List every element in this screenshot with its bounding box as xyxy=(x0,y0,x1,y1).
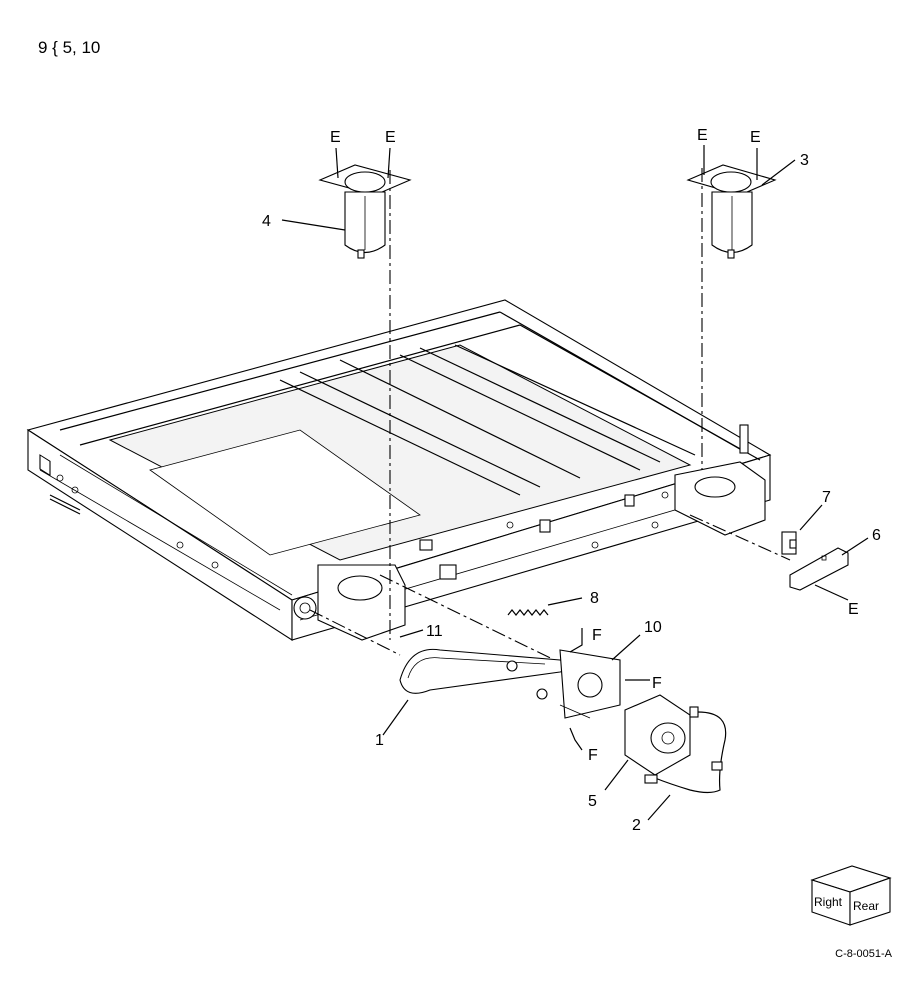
support-part-4 xyxy=(318,164,412,259)
callout-5: 5 xyxy=(588,793,597,810)
ref-e-3: E xyxy=(697,127,708,144)
orientation-cube: Right Rear xyxy=(810,865,892,926)
alignment-line-motor xyxy=(379,574,576,671)
screw xyxy=(536,688,548,700)
ref-e-2: E xyxy=(385,129,396,146)
alignment-line-sensor xyxy=(689,514,791,561)
motor-bracket-part-10 xyxy=(559,649,621,719)
spring-part-8 xyxy=(507,609,549,616)
alignment-line-belt xyxy=(309,609,401,656)
callout-3: 3 xyxy=(800,152,809,169)
cube-label-right: Right xyxy=(814,895,843,909)
right-drive-bracket xyxy=(674,424,766,536)
callout-11: 11 xyxy=(426,623,443,640)
callout-6: 6 xyxy=(872,527,881,544)
cube-label-rear: Rear xyxy=(853,899,879,913)
motor-part-5 xyxy=(624,694,691,776)
callout-1: 1 xyxy=(375,732,384,749)
callout-7: 7 xyxy=(822,489,831,506)
ref-e-4: E xyxy=(750,129,761,146)
plate-part-6 xyxy=(789,547,849,591)
header-text: 9 { 5, 10 xyxy=(38,38,101,57)
frame-assembly xyxy=(26,299,772,642)
left-drive-bracket xyxy=(293,564,406,641)
harness-part-2 xyxy=(644,706,727,794)
ref-f-2: F xyxy=(652,675,662,692)
diagram-code: C-8-0051-A xyxy=(835,948,892,960)
sensor-part-7 xyxy=(781,531,797,555)
screw xyxy=(506,660,518,672)
ref-f-1: F xyxy=(592,627,602,644)
support-part-3 xyxy=(686,164,777,259)
belt-part-1 xyxy=(399,648,571,694)
callout-8: 8 xyxy=(590,590,599,607)
callout-2: 2 xyxy=(632,817,641,834)
ref-e-1: E xyxy=(330,129,341,146)
ref-e-5: E xyxy=(848,601,859,618)
ref-f-3: F xyxy=(588,747,598,764)
callout-4: 4 xyxy=(262,213,271,230)
leader-lines xyxy=(281,145,869,821)
callout-10: 10 xyxy=(644,619,662,636)
